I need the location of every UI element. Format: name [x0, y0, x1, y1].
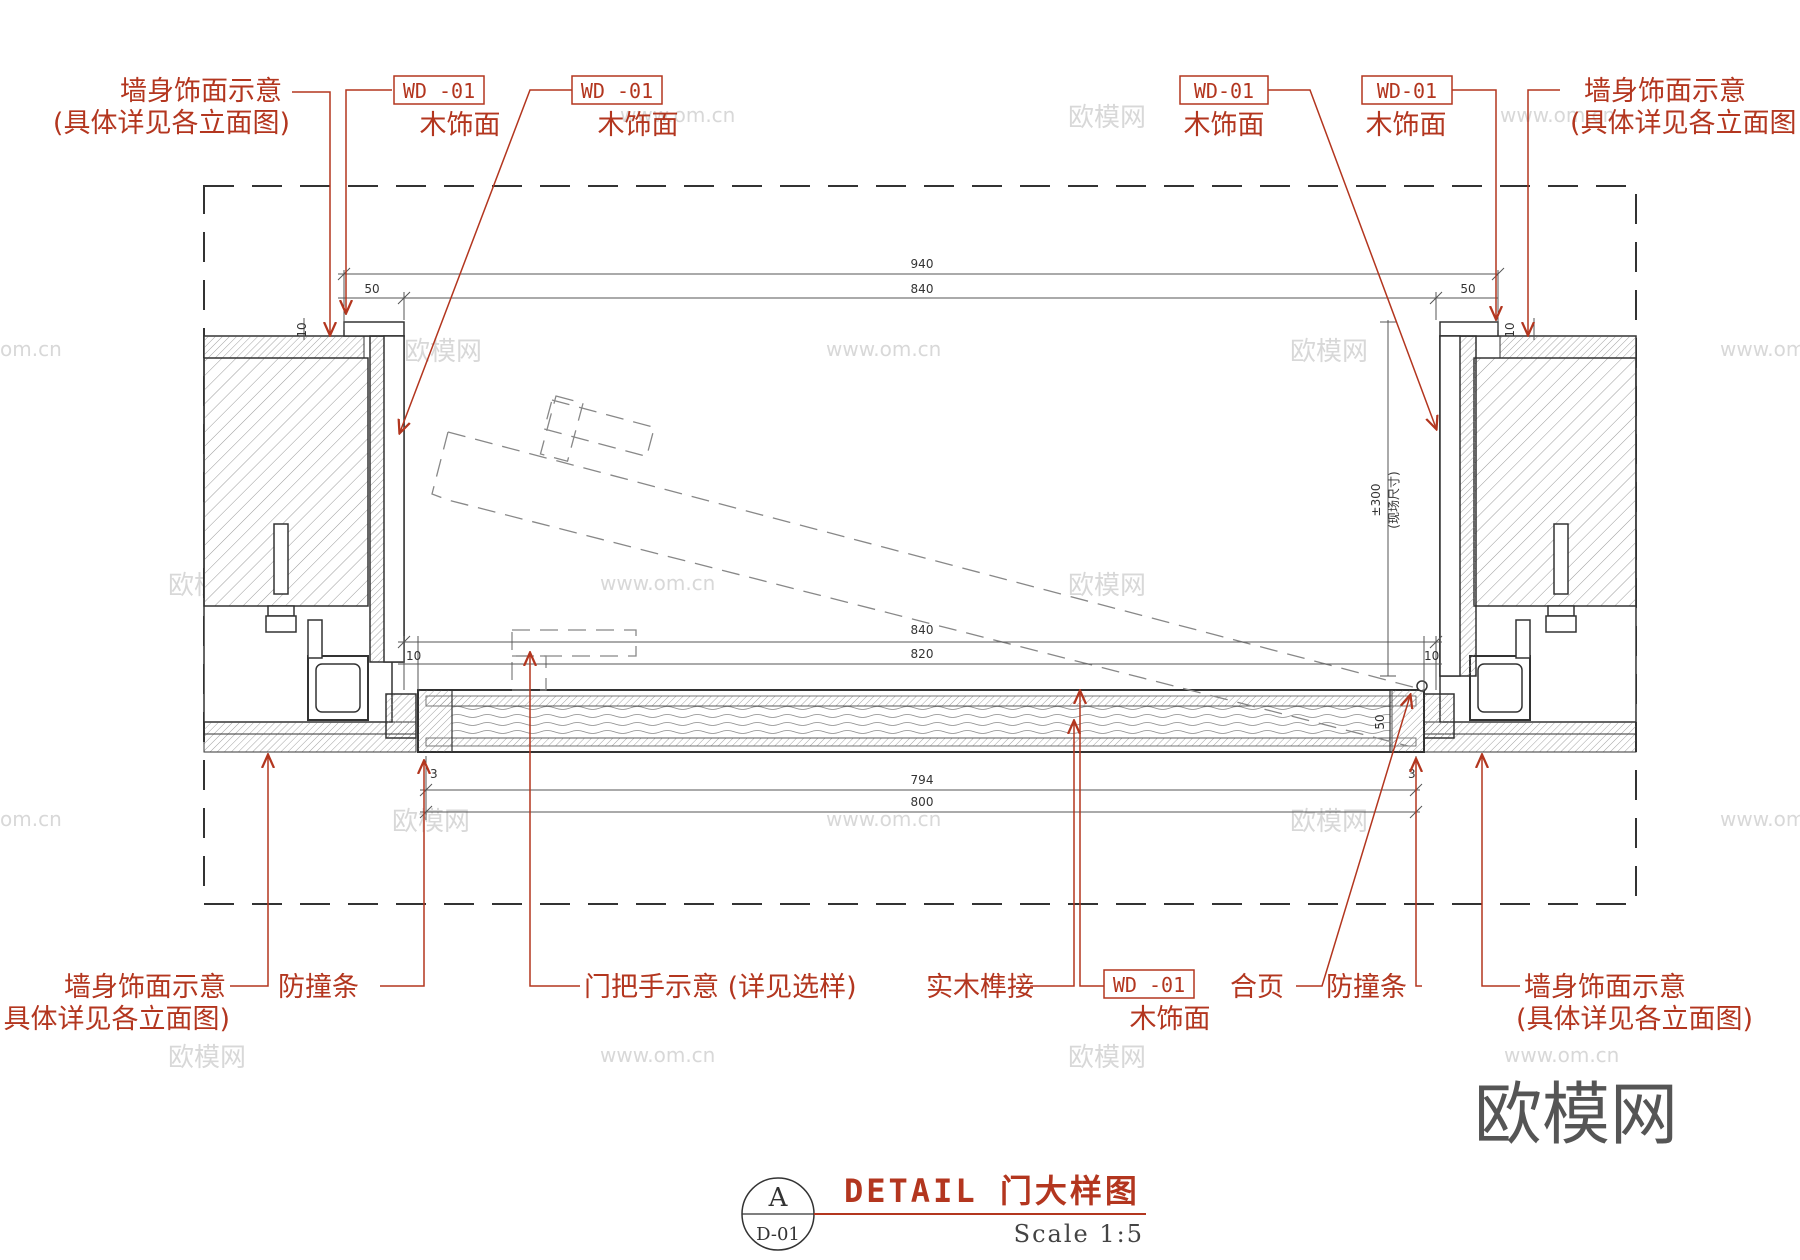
watermark-site: www.om.cn — [1720, 337, 1800, 361]
callout-wall-finish-br-2: (具体详见各立面图) — [1516, 1004, 1753, 1035]
watermark-brand: 欧模网 — [1290, 337, 1368, 367]
title-block: A D-01 DETAIL 门大样图 Scale 1:5 — [741, 1172, 1146, 1251]
watermark-site: www.om.cn — [620, 103, 735, 127]
wd-tag-code-5: WD -01 — [1113, 973, 1185, 997]
dim-10-mid-right: 10 — [1424, 649, 1439, 663]
dim-10-top-left: 10 — [295, 322, 309, 337]
dim-gap-right: 3 — [1408, 767, 1416, 781]
dim-794: 794 — [911, 773, 934, 787]
dim-depth-note: (现场尺寸) — [1387, 471, 1401, 528]
door-leaf — [417, 680, 1428, 753]
callout-bumper-right: 防撞条 — [1326, 972, 1407, 1003]
dim-depth: ±300 — [1369, 484, 1383, 517]
detail-title: DETAIL 门大样图 — [844, 1172, 1140, 1210]
watermark-site: www.om.cn — [826, 337, 941, 361]
wd-tag-code-1: WD -01 — [403, 79, 475, 103]
watermark-brand: 欧模网 — [1068, 1043, 1146, 1073]
wd-tag-label-2: 木饰面 — [598, 110, 679, 141]
dimension-labels: 940 840 50 50 10 10 840 820 10 10 794 80… — [295, 257, 1517, 809]
watermarks: om.cn om.cn www.om.cn www.om.cn www.om.c… — [0, 103, 1800, 1155]
watermark-brand: 欧模网 — [1068, 103, 1146, 133]
left-wall — [203, 321, 417, 753]
wd-tag-box-2 — [571, 75, 663, 105]
leader-lines — [230, 89, 1560, 987]
dim-gap-left: 3 — [430, 767, 438, 781]
dim-840-top: 840 — [911, 282, 934, 296]
watermark-site: www.om.cn — [600, 571, 715, 595]
right-wall — [1417, 321, 1637, 753]
wd-tag-box-4 — [1361, 75, 1453, 105]
dim-940: 940 — [911, 257, 934, 271]
watermark-site: www.om.cn — [1500, 103, 1615, 127]
wd-tag-box-3 — [1179, 75, 1269, 105]
wd-tag-label-5: 木饰面 — [1130, 1004, 1211, 1035]
wd-tag-label-3: 木饰面 — [1184, 110, 1265, 141]
watermark-brand: 欧模网 — [168, 1043, 246, 1073]
wd-tag-label-4: 木饰面 — [1366, 110, 1447, 141]
callout-wall-finish-tl-2: (具体详见各立面图) — [53, 108, 290, 139]
dim-10-top-right: 10 — [1503, 322, 1517, 337]
callout-hinge: 合页 — [1230, 972, 1284, 1003]
dim-820-mid: 820 — [911, 647, 934, 661]
wd-tag-code-3: WD-01 — [1194, 79, 1254, 103]
callout-wall-finish-br-1: 墙身饰面示意 — [1524, 972, 1686, 1003]
detail-marker-sheet: D-01 — [756, 1224, 800, 1245]
callout-wall-finish-tl-1: 墙身饰面示意 — [120, 76, 282, 107]
wd-tag-code-2: WD -01 — [581, 79, 653, 103]
dim-50-left: 50 — [364, 282, 379, 296]
watermark-site: www.om.cn — [1504, 1043, 1619, 1067]
callout-wall-finish-tr-2: (具体详见各立面图 — [1570, 108, 1797, 139]
watermark-brand: 欧模网 — [404, 337, 482, 367]
detail-scale: Scale 1:5 — [1014, 1220, 1144, 1248]
wd-tag-code-4: WD-01 — [1377, 79, 1437, 103]
callout-wall-finish-bl-2: 具体详见各立面图) — [3, 1004, 230, 1035]
dim-840-mid: 840 — [911, 623, 934, 637]
callout-wall-finish-bl-1: 墙身饰面示意 — [64, 972, 226, 1003]
dim-10-mid-left: 10 — [406, 649, 421, 663]
door-swing — [431, 395, 1425, 747]
callout-bumper-left: 防撞条 — [278, 972, 359, 1003]
watermark-corner: om.cn — [0, 337, 62, 361]
detail-marker-letter: A — [768, 1183, 789, 1213]
dim-800: 800 — [911, 795, 934, 809]
wd-tag-box-5 — [1103, 969, 1195, 999]
watermark-site: www.om.cn — [826, 807, 941, 831]
callouts: 墙身饰面示意 (具体详见各立面图) WD -01 木饰面 WD -01 木饰面 … — [3, 75, 1797, 1035]
watermark-brand-large: 欧模网 — [1474, 1076, 1678, 1155]
watermark-corner: om.cn — [0, 807, 62, 831]
watermark-brand: 欧模网 — [1068, 571, 1146, 601]
callout-tenon: 实木榫接 — [926, 972, 1034, 1003]
watermark-site: www.om.cn — [600, 1043, 715, 1067]
wd-tag-label-1: 木饰面 — [420, 110, 501, 141]
callout-wall-finish-tr-1: 墙身饰面示意 — [1584, 76, 1746, 107]
dim-door-thickness: 50 — [1373, 714, 1387, 729]
wd-tag-box-1 — [393, 75, 485, 105]
watermark-site: www.om.cn — [1720, 807, 1800, 831]
callout-handle: 门把手示意 (详见选样) — [584, 972, 857, 1003]
dim-50-right: 50 — [1460, 282, 1475, 296]
